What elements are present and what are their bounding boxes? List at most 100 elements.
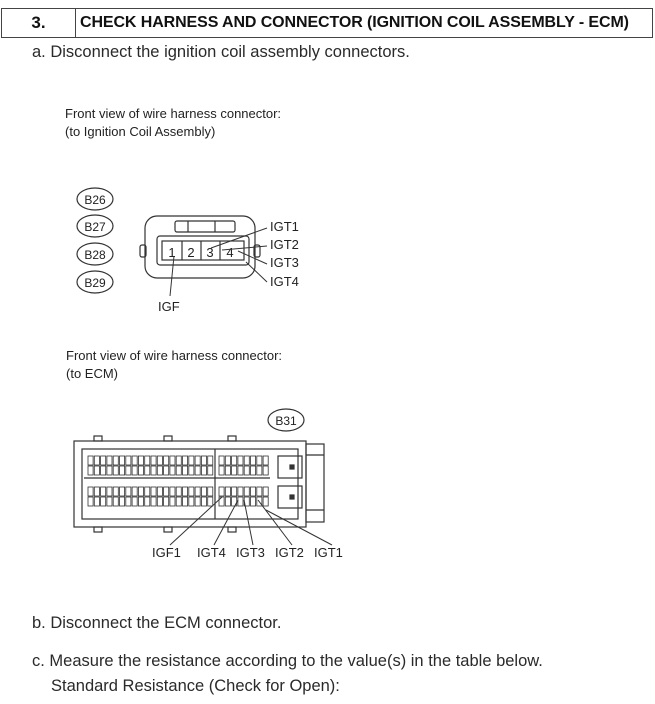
ecm-leader-lines (169, 496, 333, 546)
ecm-pin-cell (224, 465, 231, 476)
step-number: 3. (2, 9, 76, 37)
ecm-pin-cell (87, 486, 94, 497)
ecm-pin-cell (243, 465, 250, 476)
ecm-pin-cell (256, 455, 263, 466)
ecm-pin-cell (237, 465, 244, 476)
ecm-pin-cell (125, 455, 132, 466)
ecm-pin-cell (207, 465, 214, 476)
instruction-c: c. Measure the resistance according to t… (32, 652, 543, 670)
ecm-pin-cell (137, 486, 144, 497)
ecm-pin-cell (144, 496, 151, 507)
pin-2: 2 (187, 245, 194, 260)
label-igf1: IGF1 (152, 545, 181, 560)
ecm-pin-cell (87, 455, 94, 466)
label-igt1-ecm: IGT1 (314, 545, 343, 560)
ecm-pin-cell (194, 465, 201, 476)
ecm-pin-cell (175, 465, 182, 476)
ecm-pin-cell (106, 455, 113, 466)
ecm-pin-cell (106, 486, 113, 497)
step-header: 3. CHECK HARNESS AND CONNECTOR (IGNITION… (1, 8, 653, 38)
ecm-pin-cell (163, 496, 170, 507)
ecm-pin-cell (200, 455, 207, 466)
ecm-pin-cell (250, 486, 256, 497)
ecm-pin-cell (93, 486, 100, 497)
ecm-pin-cell (250, 455, 256, 466)
ecm-pin-cell (112, 496, 119, 507)
ecm-pin-cell (169, 496, 176, 507)
ecm-connector-body (73, 435, 325, 533)
ecm-pin-cell (250, 496, 256, 507)
coil-leader-lines (169, 227, 268, 297)
ecm-pin-cell (131, 465, 138, 476)
connector-id-b31: B31 (275, 414, 297, 428)
ecm-pin-cell (207, 486, 214, 497)
ecm-pin-cell (194, 455, 201, 466)
label-igt2-ecm: IGT2 (275, 545, 304, 560)
ecm-pin-cell (237, 455, 244, 466)
ecm-pin-cell (243, 486, 250, 497)
ecm-pin-cell (188, 455, 195, 466)
pin-4: 4 (226, 245, 233, 260)
connector-id-b29: B29 (84, 276, 106, 290)
ecm-pin-cell (106, 465, 113, 476)
ecm-pin-cell (93, 465, 100, 476)
ecm-pin-cell (256, 486, 263, 497)
ecm-pin-cell (156, 455, 163, 466)
ecm-pin-cell (137, 496, 144, 507)
ecm-pin-cell (169, 465, 176, 476)
ecm-pin-cell (144, 486, 151, 497)
ecm-pin-cell (87, 496, 94, 507)
connector-id-badge (76, 214, 114, 238)
ecm-pin-cell (156, 496, 163, 507)
label-igt4-ecm: IGT4 (197, 545, 226, 560)
ecm-pin-cell (188, 465, 195, 476)
pin-1: 1 (168, 245, 175, 260)
coil-connector-body (139, 215, 261, 279)
ecm-pin-cell (100, 486, 107, 497)
instruction-a: a. Disconnect the ignition coil assembly… (32, 43, 410, 61)
ecm-pin-cell (119, 455, 125, 466)
ecm-pin-cell (144, 465, 151, 476)
ecm-pin-cell (218, 455, 225, 466)
ecm-pin-cell (150, 486, 157, 497)
coil-connector-id-badges (76, 187, 114, 294)
ecm-pin-grid (87, 455, 269, 507)
connector-id-b26: B26 (84, 193, 106, 207)
ecm-pin-cell (119, 465, 125, 476)
ecm-pin-cell (156, 465, 163, 476)
ecm-pin-cell (150, 455, 157, 466)
figure2-caption: Front view of wire harness connector: (t… (66, 347, 282, 383)
ecm-pin-cell (125, 486, 132, 497)
label-igf: IGF (158, 299, 180, 314)
ecm-pin-cell (200, 486, 207, 497)
ecm-connector-id-badge (267, 408, 305, 432)
ecm-pin-cell (218, 496, 225, 507)
ecm-pin-cell (169, 486, 176, 497)
ecm-pin-cell (200, 496, 207, 507)
ecm-pin-cell (194, 486, 201, 497)
ecm-pin-cell (237, 496, 244, 507)
ecm-pin-cell (119, 486, 125, 497)
ecm-pin-cell (231, 465, 238, 476)
ecm-pin-cell (262, 496, 269, 507)
ecm-pin-cell (218, 465, 225, 476)
ecm-pin-cell (175, 486, 182, 497)
ecm-pin-cell (163, 465, 170, 476)
ecm-pin-cell (200, 465, 207, 476)
ecm-pin-cell (100, 465, 107, 476)
ecm-pin-cell (175, 496, 182, 507)
ecm-pin-cell (150, 496, 157, 507)
connector-id-b27: B27 (84, 220, 106, 234)
ecm-pin-cell (188, 496, 195, 507)
ecm-pin-cell (262, 486, 269, 497)
ecm-pin-cell (119, 496, 125, 507)
ecm-pin-cell (112, 455, 119, 466)
figure1-caption: Front view of wire harness connector: (t… (65, 105, 281, 141)
ecm-pin-cell (182, 486, 188, 497)
ecm-pin-cell (194, 496, 201, 507)
connector-id-b28: B28 (84, 248, 106, 262)
ecm-pin-cell (100, 496, 107, 507)
connector-id-badge (76, 242, 114, 266)
ecm-pin-cell (156, 486, 163, 497)
